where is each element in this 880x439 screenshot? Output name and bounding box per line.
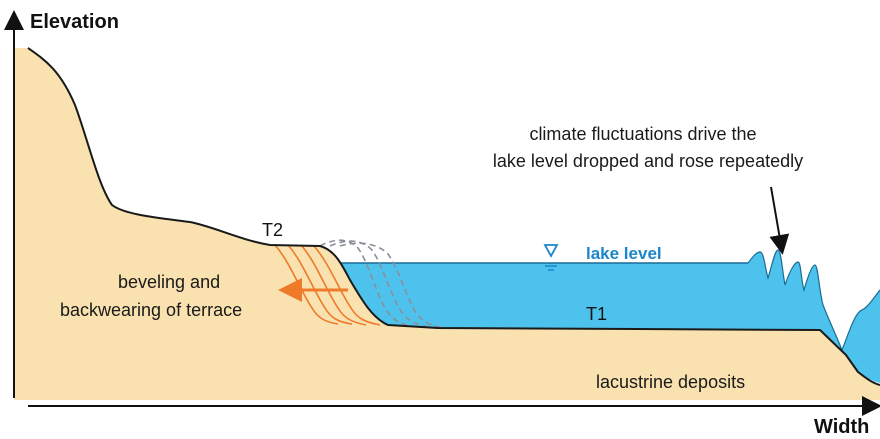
climate-arrow [769,186,790,255]
beveling-line1: beveling and [118,272,220,292]
climate-annotation-line1: climate fluctuations drive the [529,124,756,144]
t1-label: T1 [586,304,607,324]
climate-annotation-line2: lake level dropped and rose repeatedly [493,151,803,171]
x-axis-label: Width [814,416,869,438]
y-axis-label: Elevation [30,11,119,33]
lake-level-fluctuation-peaks [747,249,880,352]
beveling-line2: backwearing of terrace [60,300,242,320]
dashed-former-profiles [319,239,441,328]
water-level-icon [543,244,559,271]
lake-level-label: lake level [586,244,662,263]
land-surface-outline [27,47,880,386]
land-body [14,48,880,400]
lake-water [340,250,880,383]
lacustrine-deposits-label: lacustrine deposits [596,372,745,392]
orange-terrace-profiles [274,244,381,326]
t2-label: T2 [262,220,283,240]
